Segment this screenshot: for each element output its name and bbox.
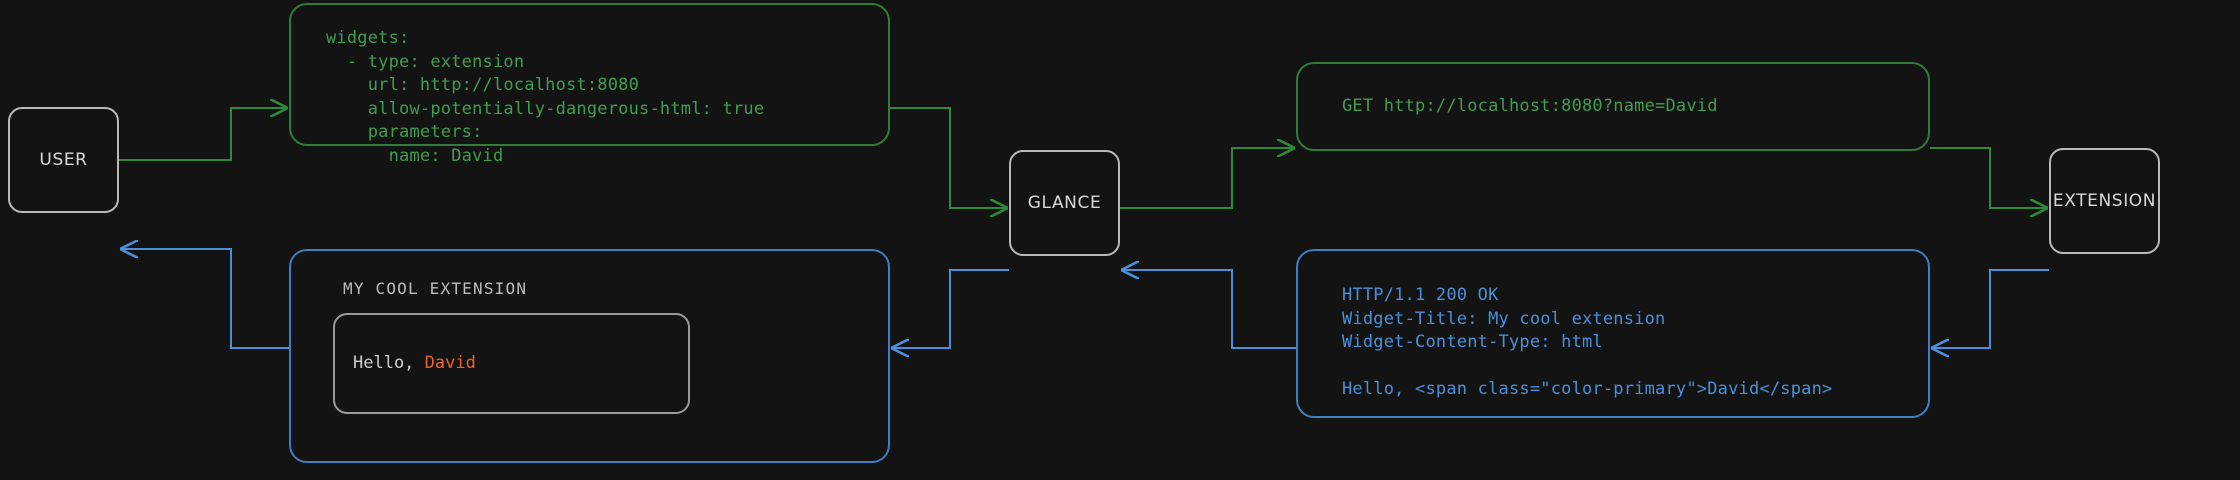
connector-rendered-widget-to-user: [121, 249, 289, 349]
connector-http-request-to-extension: [1930, 147, 2047, 208]
rendered-widget-body-panel: Hello, David: [333, 313, 690, 414]
connector-http-response-to-glance: [1122, 270, 1296, 349]
node-glance-label: GLANCE: [1027, 193, 1102, 213]
node-extension: EXTENSION: [2049, 148, 2160, 254]
yaml-config-text: widgets: - type: extension url: http://l…: [326, 28, 765, 166]
connector-extension-to-http-response: [1932, 269, 2049, 348]
rendered-widget-greeting: Hello,: [353, 353, 425, 373]
connector-glance-to-rendered-widget: [892, 269, 1009, 348]
http-request-text: GET http://localhost:8080?name=David: [1342, 96, 1718, 116]
rendered-widget-card: MY COOL EXTENSION Hello, David: [289, 249, 890, 463]
node-extension-label: EXTENSION: [2052, 191, 2157, 211]
node-user: USER: [8, 107, 119, 213]
http-response-text: HTTP/1.1 200 OK Widget-Title: My cool ex…: [1342, 285, 1833, 399]
connector-yaml-to-glance: [890, 107, 1007, 208]
http-response-card: HTTP/1.1 200 OK Widget-Title: My cool ex…: [1296, 249, 1930, 418]
rendered-widget-body-text: Hello, David: [353, 353, 476, 373]
node-glance: GLANCE: [1009, 150, 1120, 256]
node-user-label: USER: [39, 150, 88, 170]
yaml-config-card: widgets: - type: extension url: http://l…: [289, 3, 890, 166]
http-request-card: GET http://localhost:8080?name=David: [1296, 62, 1930, 151]
rendered-widget-title: MY COOL EXTENSION: [343, 279, 528, 298]
connector-user-to-yaml: [119, 108, 287, 161]
rendered-widget-name-accent: David: [424, 353, 476, 373]
connector-glance-to-http-request: [1120, 148, 1294, 209]
